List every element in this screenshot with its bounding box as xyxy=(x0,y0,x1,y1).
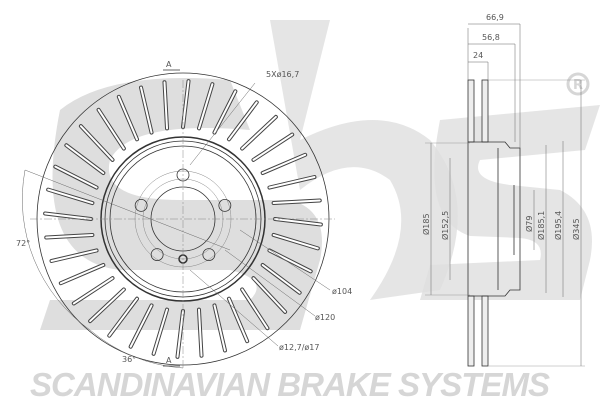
section-marker-top: A xyxy=(166,60,172,69)
cooling-vane-inner xyxy=(44,212,92,220)
bolt-hole xyxy=(202,248,216,261)
bolt-holes-label: 5Xø16,7 xyxy=(266,70,299,79)
pin-hole-label: ø12,7/ø17 xyxy=(279,343,319,352)
cooling-vane-inner xyxy=(97,108,125,150)
cooling-vane-inner xyxy=(54,165,98,189)
hub-label: ø120 xyxy=(315,313,335,322)
cooling-vane-inner xyxy=(129,304,153,348)
cooling-vane-inner xyxy=(272,199,321,205)
cooling-vane-inner xyxy=(72,277,114,305)
hat-height-label: 56,8 xyxy=(482,33,500,42)
dia-79-label: Ø79 xyxy=(524,216,534,232)
bolt-hole xyxy=(134,199,148,212)
dia-185-label: Ø185 xyxy=(421,213,431,235)
registered-mark: R xyxy=(566,72,590,96)
dia-152-label: Ø152,5 xyxy=(440,211,450,240)
cooling-vane-inner xyxy=(65,144,105,174)
disc-side-section xyxy=(425,23,585,367)
cooling-vane-inner xyxy=(272,233,319,250)
cooling-vanes xyxy=(43,79,323,359)
cooling-vane-inner xyxy=(45,233,94,239)
overall-height-label: 66,9 xyxy=(486,13,504,22)
cooling-vane-inner xyxy=(213,90,237,134)
watermark-text: SCANDINAVIAN BRAKE SYSTEMS xyxy=(30,366,550,400)
cooling-vane-inner xyxy=(197,308,203,357)
cooling-vane-inner xyxy=(59,264,105,285)
bolt-hole xyxy=(150,248,164,261)
cooling-vane-inner xyxy=(228,297,249,343)
cooling-vane-inner xyxy=(252,277,287,313)
disc-front-view xyxy=(22,69,335,370)
cooling-vane-inner xyxy=(261,264,301,294)
cooling-vane-inner xyxy=(163,81,169,130)
cooling-vane-inner xyxy=(117,95,138,141)
sbs-logo-watermark xyxy=(40,20,600,330)
bolt-hole xyxy=(218,199,232,212)
svg-text:R: R xyxy=(573,78,583,93)
cooling-vane-inner xyxy=(228,101,258,141)
section-marker-bottom: A xyxy=(166,356,172,365)
cooling-vane-inner xyxy=(152,308,169,355)
cooling-vane-inner xyxy=(213,304,226,352)
cooling-vane-inner xyxy=(89,288,125,323)
cooling-vane-inner xyxy=(182,80,190,128)
pcd-label: ø104 xyxy=(332,287,352,296)
cooling-vane-inner xyxy=(261,153,307,174)
dia-345-label: Ø345 xyxy=(571,218,581,240)
cooling-vane-inner xyxy=(176,310,184,358)
cooling-vane-inner xyxy=(50,249,98,262)
cooling-vane-inner xyxy=(47,188,94,205)
cooling-vane-inner xyxy=(79,125,114,161)
cooling-vane-inner xyxy=(241,115,277,150)
cooling-vane-inner xyxy=(252,133,294,161)
cooling-vane-inner xyxy=(197,83,214,130)
dia-195-label: Ø195,4 xyxy=(553,211,563,240)
angle-small-label: 36° xyxy=(122,355,136,364)
cooling-vane-inner xyxy=(140,86,153,134)
cooling-vane-inner xyxy=(241,288,269,330)
angle-large-label: 72° xyxy=(16,239,30,248)
dia-185-1-label: Ø185,1 xyxy=(536,211,546,240)
thickness-label: 24 xyxy=(473,51,483,60)
cooling-vane-inner xyxy=(108,297,138,337)
cooling-vane-inner xyxy=(268,176,316,189)
cooling-vane-inner xyxy=(274,218,322,226)
